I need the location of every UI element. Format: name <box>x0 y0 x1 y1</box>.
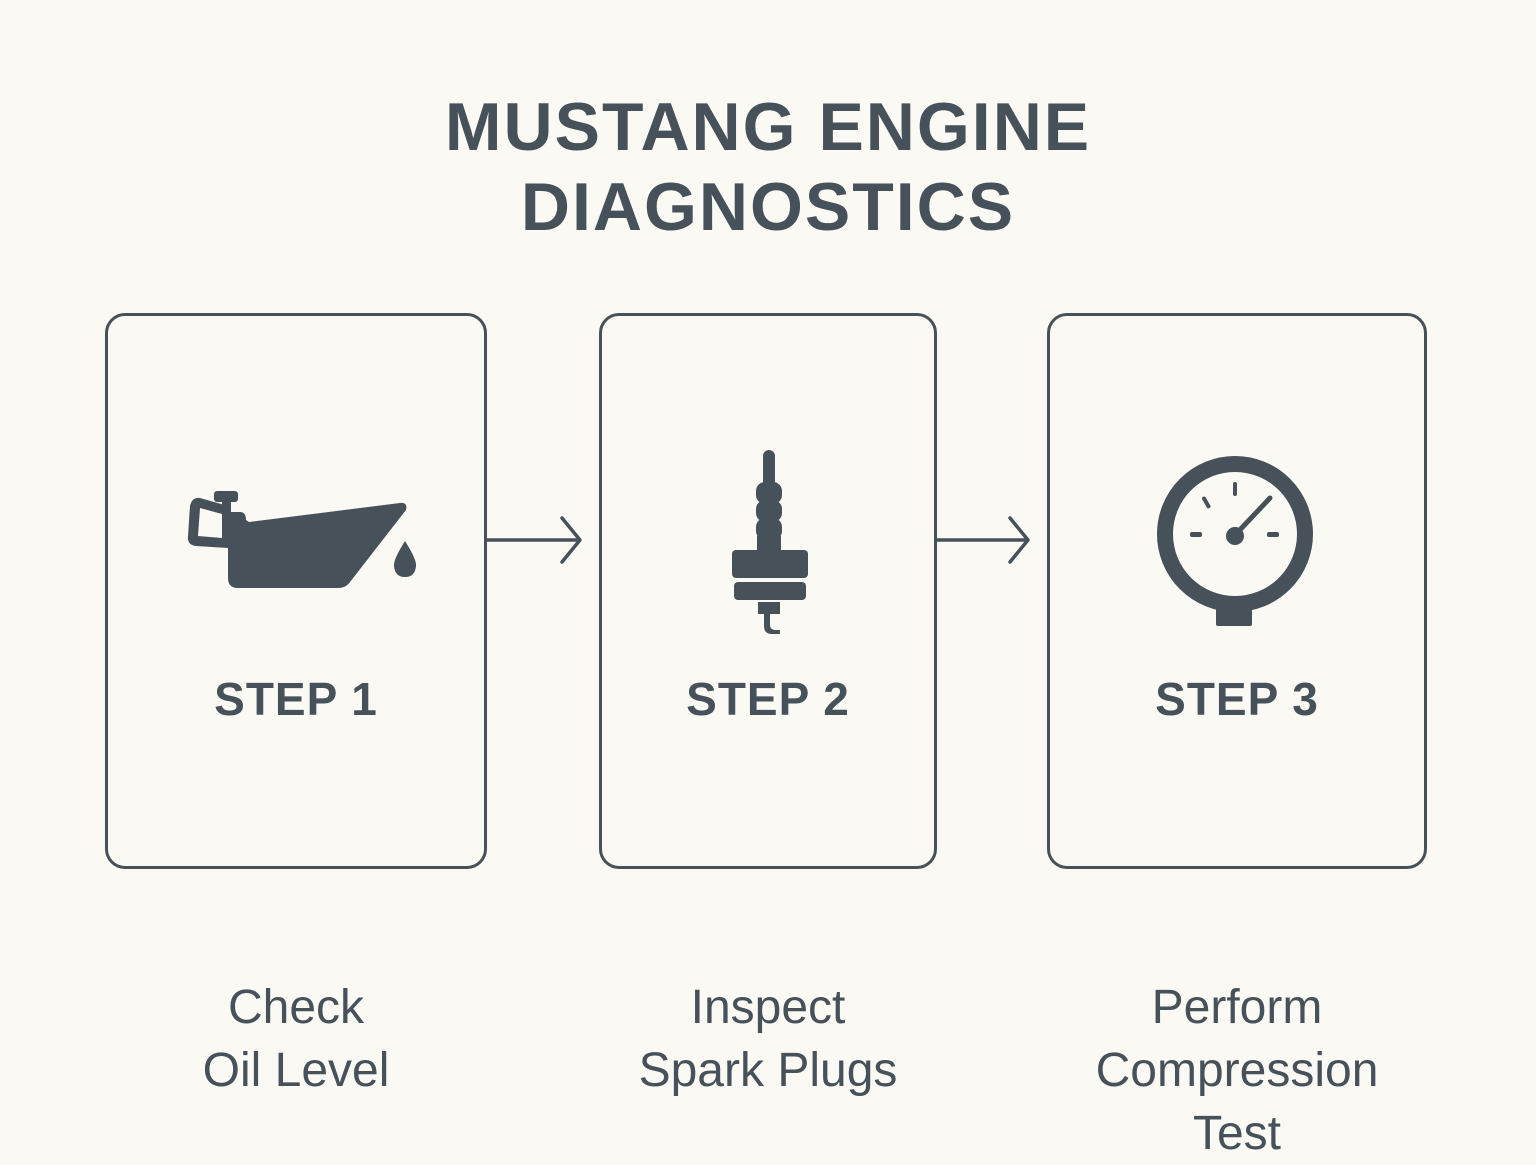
step-1-heading: STEP 1 <box>214 673 378 725</box>
diagram-graphics <box>187 450 1313 634</box>
pressure-gauge-icon <box>1157 456 1313 626</box>
step-3-heading: STEP 3 <box>1155 673 1319 725</box>
arrow-right-icon <box>485 516 582 564</box>
spark-plug-icon <box>732 450 808 634</box>
step-1-label-line: Oil Level <box>202 1044 390 1097</box>
arrow-right-icon <box>935 516 1030 564</box>
step-2-label-line: Spark Plugs <box>638 1044 898 1097</box>
oil-can-icon <box>187 491 417 588</box>
step-3-label-line: Test <box>1192 1107 1282 1160</box>
step-3-label-line: Compression <box>1095 1044 1379 1097</box>
title-line-2: DIAGNOSTICS <box>520 169 1016 245</box>
title-line-1: MUSTANG ENGINE <box>444 89 1092 165</box>
step-2-heading: STEP 2 <box>686 673 850 725</box>
